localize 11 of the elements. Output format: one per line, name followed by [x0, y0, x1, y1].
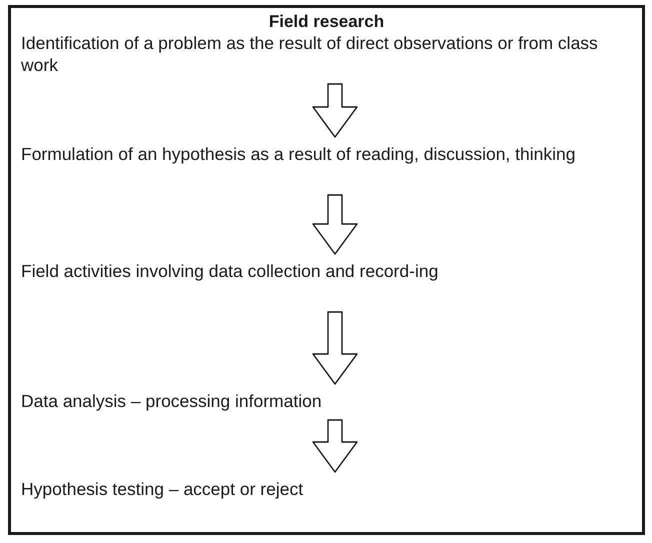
step-text: Field activities involving data collection and record-ing — [21, 260, 561, 282]
step-text: Hypothesis testing – accept or reject — [21, 478, 633, 500]
hollow-arrow — [312, 83, 358, 138]
outer-frame — [8, 5, 645, 535]
hollow-arrow — [312, 194, 358, 255]
heading: Field research — [268, 12, 386, 32]
step-text: Data analysis – processing information — [21, 390, 633, 412]
step-text: Identification of a problem as the result of direct observations or from class work — [21, 32, 633, 76]
hollow-arrow — [312, 311, 358, 385]
hollow-arrow — [312, 419, 358, 473]
step-text: Formulation of an hypothesis as a result of reading, discussion, thinking — [21, 143, 633, 165]
